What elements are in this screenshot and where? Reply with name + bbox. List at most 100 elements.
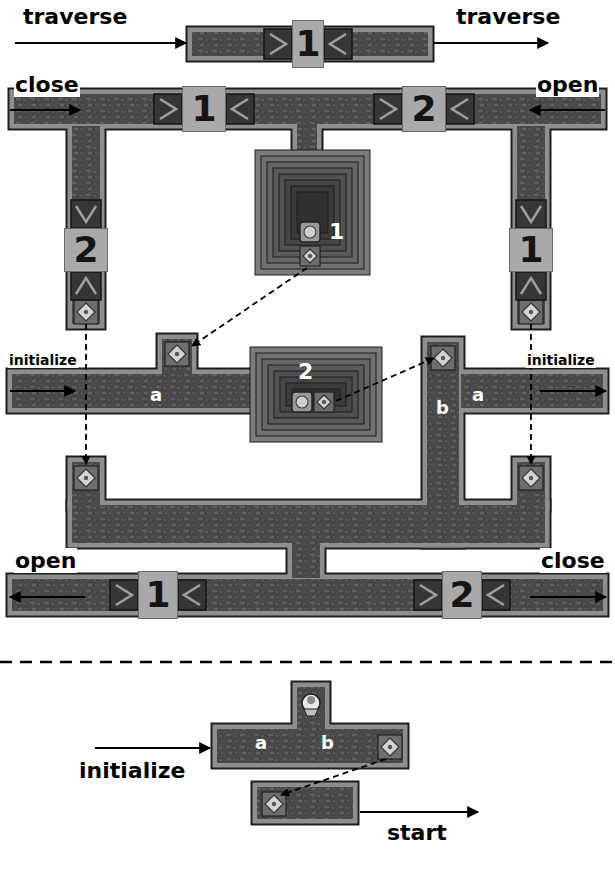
direction-arrow <box>95 747 210 749</box>
corridor-wall <box>70 460 102 508</box>
corridor-wall <box>515 460 547 508</box>
corridor-wall <box>290 540 322 580</box>
corridor-wall <box>459 372 605 410</box>
gate-tile: 2 <box>64 228 108 272</box>
room-step <box>261 156 364 269</box>
gate-door <box>516 200 546 228</box>
stone-block <box>292 392 312 412</box>
floor-switch <box>165 342 189 366</box>
room-step <box>256 353 376 436</box>
corridor-floor <box>297 122 317 152</box>
corridor-wall <box>160 337 194 377</box>
gate-door <box>446 94 474 124</box>
corridor-wall <box>70 503 547 545</box>
corridor-wall <box>515 270 547 326</box>
direction-arrow <box>540 390 606 392</box>
gate-door <box>226 94 254 124</box>
switch-link <box>85 324 87 464</box>
gate-tile: 1 <box>292 20 324 68</box>
floor-switch <box>431 346 455 370</box>
gadget-label: close <box>540 548 606 573</box>
gate-door <box>374 94 402 124</box>
corridor-wall <box>70 270 102 326</box>
gate-number: 2 <box>73 230 98 270</box>
player-figure <box>302 694 320 716</box>
corridor-wall <box>480 577 605 613</box>
floor-switch <box>74 300 98 324</box>
room-area: 2 <box>250 347 382 442</box>
corridor-floor <box>162 339 192 375</box>
gate-door <box>154 94 182 124</box>
stone-block <box>300 222 320 242</box>
corridor-wall <box>176 577 444 613</box>
gadget-label: initialize <box>8 352 78 368</box>
corridor-floor <box>292 542 320 578</box>
corridor-wall <box>224 92 404 126</box>
switch-link <box>336 358 434 401</box>
corridor-floor <box>178 579 442 611</box>
corridor-floor <box>517 462 545 506</box>
gate-door <box>516 272 546 300</box>
gate-tile: 1 <box>138 571 178 619</box>
corridor-floor <box>72 272 100 324</box>
corridor-floor <box>257 787 353 819</box>
gate-door <box>110 580 138 610</box>
corridor-floor <box>482 579 603 611</box>
switch-link <box>192 268 307 346</box>
room-step <box>279 174 346 251</box>
direction-arrow <box>360 811 478 813</box>
floor-switch <box>378 735 402 759</box>
corridor-wall <box>515 270 547 326</box>
separator-line <box>0 661 615 664</box>
corridor-wall <box>160 337 194 377</box>
room-step <box>250 347 382 442</box>
floor-switch <box>519 466 543 490</box>
corridor-wall <box>295 120 319 154</box>
corridor-wall <box>322 30 430 58</box>
floor-switch <box>519 300 543 324</box>
direction-arrow <box>434 42 548 44</box>
corridor-floor <box>12 579 138 611</box>
direction-arrow <box>15 42 186 44</box>
floor-switch <box>314 392 334 412</box>
room <box>250 347 382 442</box>
corridor-wall <box>480 577 605 613</box>
corridor-wall <box>70 460 102 508</box>
corridor-wall <box>290 540 322 580</box>
room-step <box>291 186 334 239</box>
gate-door <box>178 580 206 610</box>
room-number: 2 <box>298 360 313 384</box>
gate-door <box>71 272 101 300</box>
corridor-wall <box>322 30 430 58</box>
gate-number: 2 <box>411 89 436 129</box>
direction-arrow <box>530 109 605 111</box>
corridor-wall <box>255 785 355 821</box>
port-label: b <box>436 398 449 419</box>
gadget-label: close <box>14 72 80 97</box>
gate-door <box>264 29 292 59</box>
gadget-label: open <box>14 548 77 573</box>
corridor-wall <box>215 727 405 765</box>
gate-number: 1 <box>191 89 216 129</box>
gate-door <box>324 29 352 59</box>
corridor-wall <box>215 727 405 765</box>
corridor-wall <box>295 685 327 731</box>
corridor-floor <box>226 94 402 124</box>
gate-door <box>414 580 442 610</box>
direction-arrow <box>10 109 80 111</box>
corridor-floor <box>72 505 545 543</box>
corridor-floor <box>517 126 545 228</box>
corridor-wall <box>515 460 547 508</box>
gate-number: 2 <box>449 575 474 615</box>
switch-link <box>281 759 386 795</box>
switch-link <box>530 324 532 464</box>
corridor-wall <box>10 372 254 410</box>
room-step <box>273 168 352 257</box>
corridor-wall <box>10 577 140 613</box>
corridor-wall <box>176 577 444 613</box>
room-step <box>280 377 352 412</box>
corridor-wall <box>459 372 605 410</box>
corridor-wall <box>10 372 254 410</box>
